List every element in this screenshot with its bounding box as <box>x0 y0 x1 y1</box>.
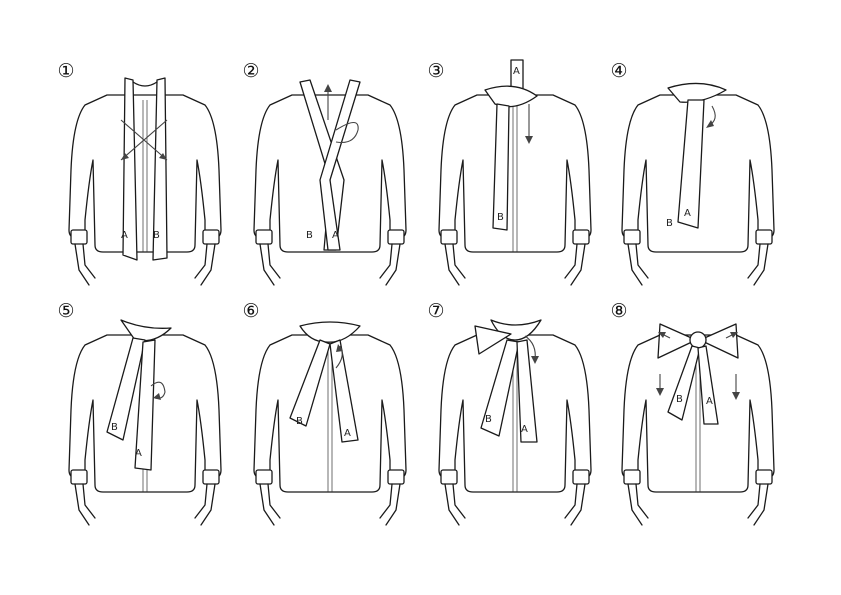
blouse-illustration: B A <box>438 319 592 526</box>
step-number: ⑤ <box>57 300 75 322</box>
blouse-illustration: B A <box>253 321 407 526</box>
step-panel-2: ② B A <box>240 60 430 310</box>
blouse-illustration: B A <box>253 79 407 286</box>
blouse-illustration: A B <box>438 59 592 286</box>
blouse-illustration: B A <box>621 82 775 286</box>
end-label: B <box>485 414 492 425</box>
step-panel-7: ⑦ B A <box>425 300 615 550</box>
end-label: A <box>684 208 691 219</box>
blouse-illustration: A B <box>68 77 222 286</box>
step-number: ④ <box>610 60 628 82</box>
step-panel-6: ⑥ B A <box>240 300 430 550</box>
blouse-illustration: B A <box>68 319 222 526</box>
step-number: ③ <box>427 60 445 82</box>
step-panel-4: ④ B A <box>608 60 798 310</box>
end-label: A <box>332 230 339 241</box>
blouse-illustration: B A <box>621 323 775 526</box>
end-label: A <box>344 428 351 439</box>
end-label: B <box>153 230 160 241</box>
step-panel-8: ⑧ B A <box>608 300 798 550</box>
step-panel-3: ③ A B <box>425 59 615 310</box>
end-label: A <box>121 230 128 241</box>
step-number: ⑥ <box>242 300 260 322</box>
step-panel-5: ⑤ B A <box>55 300 245 550</box>
end-label: A <box>513 66 520 77</box>
step-number: ⑧ <box>610 300 628 322</box>
step-number: ⑦ <box>427 300 445 322</box>
end-label: A <box>521 424 528 435</box>
step-panel-1: ① A B <box>55 60 245 310</box>
end-label: B <box>111 422 118 433</box>
step-number: ① <box>57 60 75 82</box>
end-label: B <box>666 218 673 229</box>
end-label: B <box>306 230 313 241</box>
end-label: B <box>296 416 303 427</box>
end-label: B <box>497 212 504 223</box>
end-label: A <box>135 448 142 459</box>
end-label: B <box>676 394 683 405</box>
step-number: ② <box>242 60 260 82</box>
end-label: A <box>706 396 713 407</box>
